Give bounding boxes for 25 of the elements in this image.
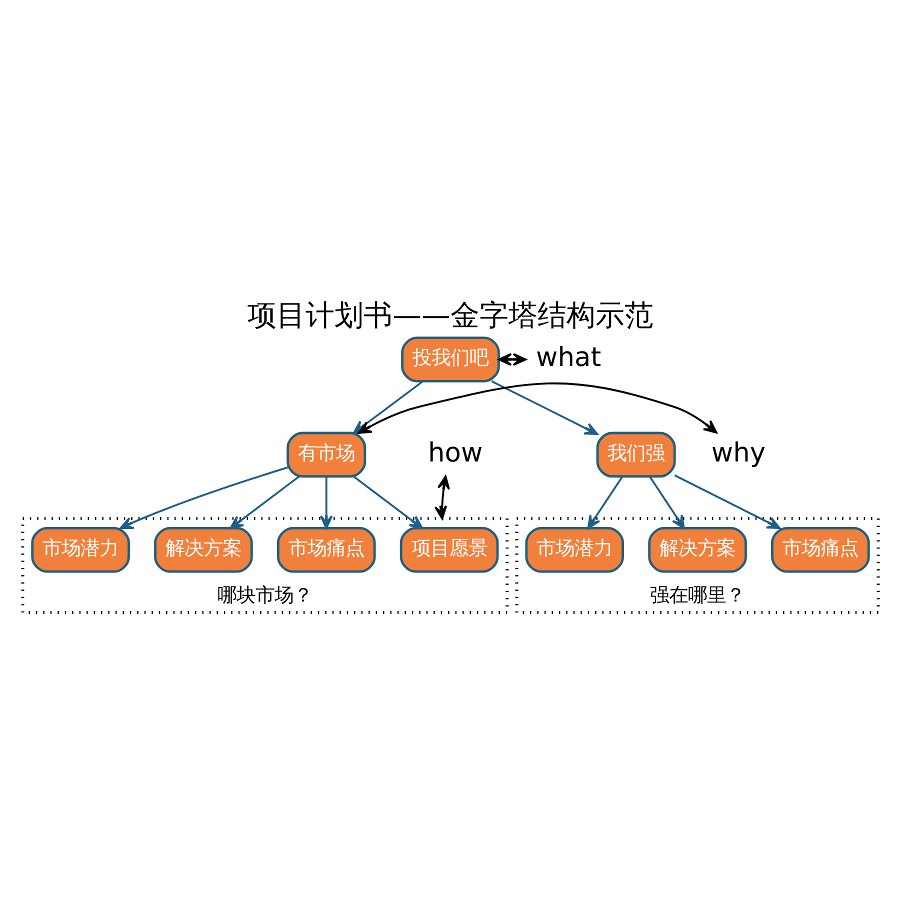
node-box: 项目愿景	[400, 526, 499, 573]
node-text: what	[536, 342, 602, 374]
node-box: 解决方案	[648, 526, 747, 573]
arrow	[674, 474, 781, 530]
arrow	[358, 382, 718, 434]
node-text: why	[711, 437, 766, 468]
arrow	[498, 353, 527, 366]
arrow	[648, 476, 685, 530]
node-box: 市场潜力	[525, 526, 624, 573]
node-box: 解决方案	[154, 526, 253, 573]
arrow	[353, 476, 424, 530]
node-text: how	[428, 437, 483, 468]
node-box: 市场痛点	[276, 526, 376, 573]
node-box: 市场潜力	[31, 526, 130, 573]
node-box: 市场痛点	[771, 526, 870, 573]
arrow	[587, 476, 624, 530]
arrow	[491, 380, 598, 436]
arrow	[120, 466, 288, 530]
arrow	[320, 476, 333, 530]
diagram-title: 项目计划书——金字塔结构示范	[248, 298, 654, 332]
arrow	[434, 476, 450, 520]
node-box: 我们强	[596, 432, 676, 478]
node-box: 投我们吧	[401, 336, 500, 382]
arrow	[230, 476, 300, 530]
node-box: 有市场	[286, 432, 366, 478]
